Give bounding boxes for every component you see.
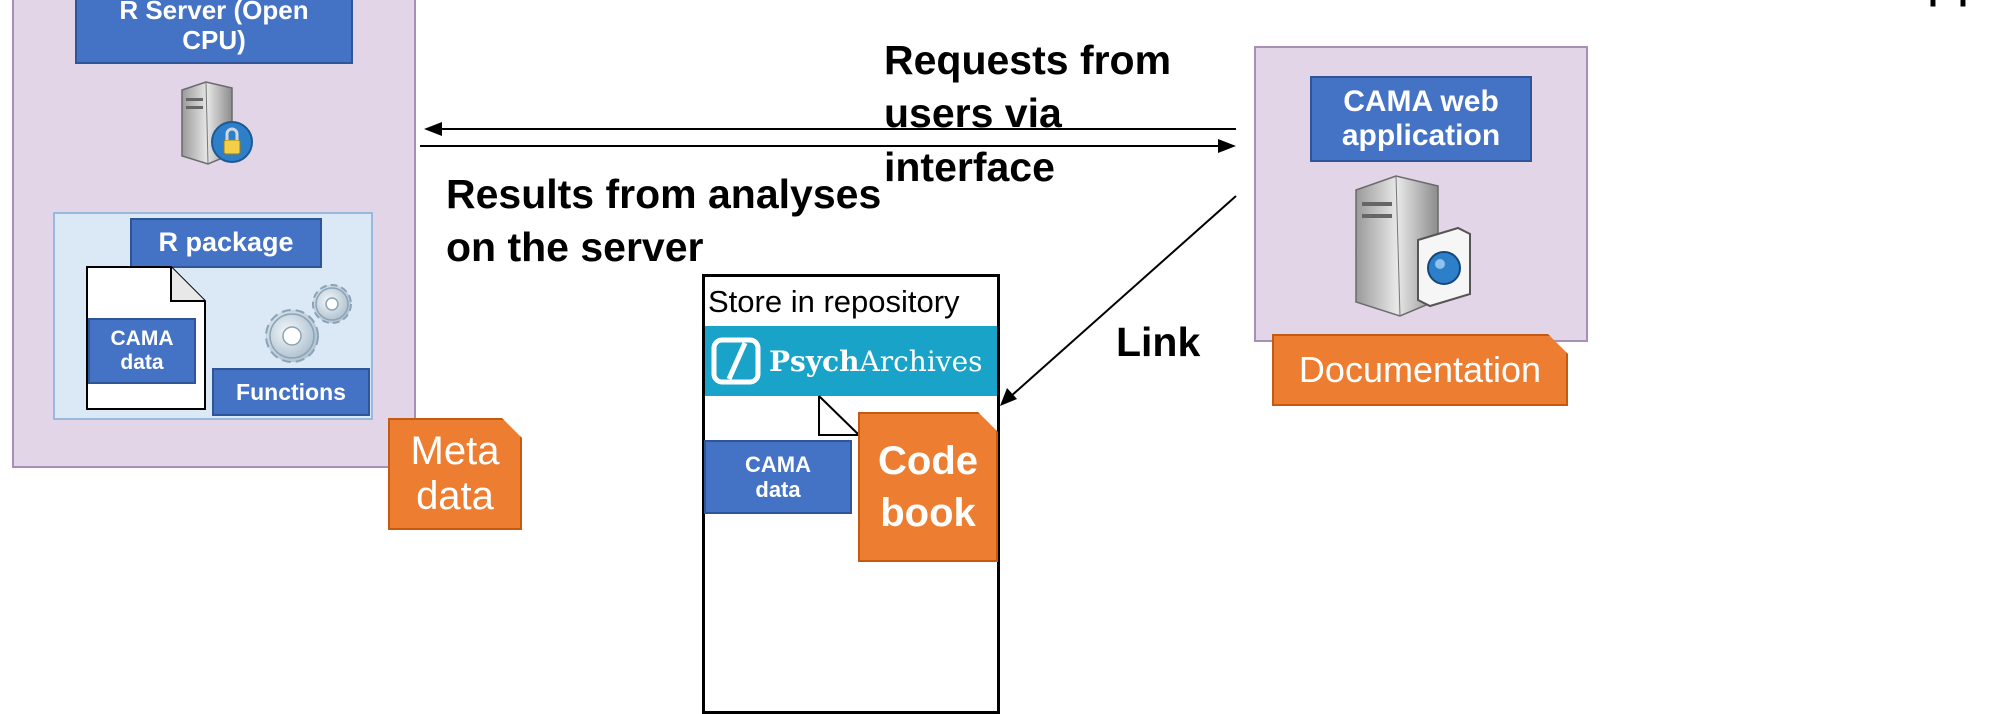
web-app-title: CAMA web application [1310, 76, 1532, 162]
results-label: Results from analyses on the server [446, 171, 882, 271]
server-lock-icon [181, 81, 253, 165]
results-arrow [420, 139, 1236, 153]
psycharchives-logo-regular: Archives [859, 344, 983, 378]
r-server-title: R Server (Open CPU) [75, 0, 353, 64]
psycharchives-banner: Psych Archives [705, 326, 997, 396]
repository-file-icon [818, 395, 860, 436]
cama-data-label: CAMA data [88, 318, 196, 384]
store-in-repository-label: Store in repository [708, 284, 960, 319]
link-arrow [1000, 195, 1237, 406]
gears-icon [265, 284, 352, 363]
request-arrow [424, 122, 1236, 136]
cropped-heading-fragment: pp [1928, 0, 1988, 10]
repository-cama-data: CAMA data [704, 440, 852, 514]
meta-data-tag: Meta data [388, 418, 522, 530]
psycharchives-logo-bold: Psych [769, 344, 860, 378]
functions-label: Functions [212, 368, 370, 416]
psycharchives-logo-icon [711, 337, 761, 385]
documentation-tag: Documentation [1272, 334, 1568, 406]
r-package-label: R package [130, 218, 322, 268]
requests-label: Requests from users via interface [884, 37, 1172, 190]
link-label: Link [1116, 319, 1201, 365]
web-server-icon [1355, 175, 1471, 317]
codebook-tag: Code book [858, 412, 998, 562]
